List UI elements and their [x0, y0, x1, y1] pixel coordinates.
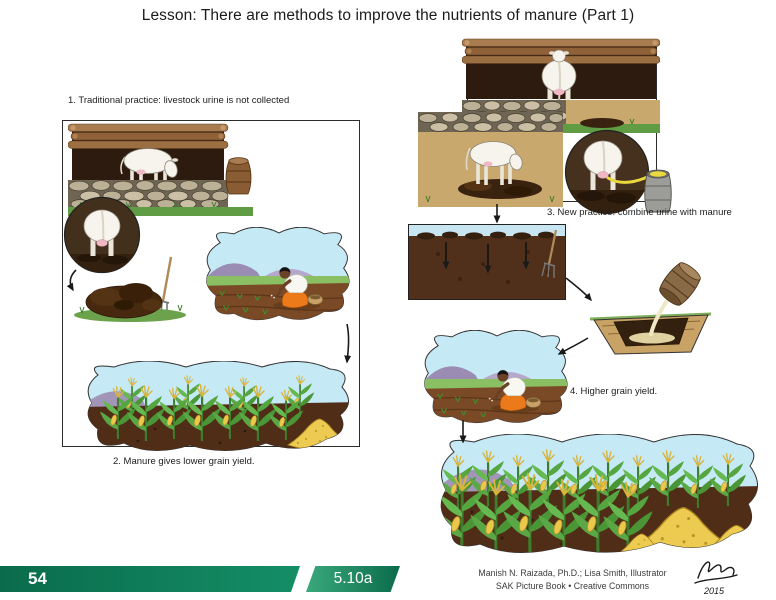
pour-stream	[649, 300, 668, 336]
page-title: Lesson: There are methods to improve the…	[141, 7, 635, 24]
ground-line	[589, 312, 712, 321]
farmer-planting-scene-traditional	[200, 227, 358, 325]
cow-icon	[465, 141, 523, 185]
collection-barrel-icon	[644, 169, 672, 213]
caption-step4: 4. Higher grain yield.	[570, 386, 658, 397]
pouring-barrel-icon	[659, 262, 701, 306]
urine-collection-inset	[564, 129, 672, 215]
caption-step3: 3. New practice: combine urine with manu…	[547, 207, 732, 218]
manure-spread	[458, 179, 542, 199]
grass-tufts	[425, 195, 555, 203]
manure-mound	[85, 283, 163, 319]
log-wall	[68, 123, 229, 149]
cow-icon	[541, 49, 577, 120]
manure-pile-illustration	[74, 256, 186, 322]
illustrator-signature: 2015	[694, 561, 738, 596]
grass	[68, 207, 253, 216]
page-number: 54	[28, 569, 47, 588]
caption-step1: 1. Traditional practice: livestock urine…	[68, 95, 290, 106]
signature-year: 2015	[703, 586, 725, 596]
corn-field-low-yield	[87, 361, 349, 452]
arrow-pit-to-planting-icon	[557, 337, 589, 355]
figure-code: 5.10a	[333, 570, 373, 587]
cow-rear	[83, 209, 121, 256]
arrow-planting-to-yield-icon	[459, 420, 467, 444]
cow-rear	[583, 140, 623, 190]
cow-manure-inset	[63, 196, 141, 274]
arrow-cow-to-manure-icon	[66, 269, 77, 292]
stone-wall	[418, 112, 563, 132]
pitchfork-icon	[541, 229, 558, 278]
page-number-bar: 54	[0, 566, 300, 592]
soil	[409, 236, 565, 299]
arrow-urine-to-soil-icon	[493, 204, 501, 224]
caption-step2: 2. Manure gives lower grain yield.	[113, 456, 255, 467]
credit-authors: Manish N. Raizada, Ph.D.; Lisa Smith, Il…	[478, 568, 667, 578]
credits: Manish N. Raizada, Ph.D.; Lisa Smith, Il…	[450, 567, 695, 592]
livestock-pen-scene	[418, 112, 563, 207]
infiltration-arrows-icon	[442, 242, 530, 274]
urine-pit-scene	[589, 262, 712, 355]
corn-field-high-yield	[440, 434, 758, 553]
manure-patch	[580, 118, 624, 128]
manure-chunks	[417, 231, 554, 240]
barrel-icon	[225, 157, 252, 195]
manured-soil-panel	[408, 224, 566, 300]
soil	[88, 402, 349, 451]
figure-code-bar: 5.10a	[306, 566, 400, 592]
credit-license: SAK Picture Book • Creative Commons	[495, 580, 650, 591]
arrow-planting-to-field-icon	[344, 323, 352, 364]
arrow-soil-to-pit-icon	[565, 277, 592, 302]
mountains	[88, 391, 146, 409]
grass-tufts	[79, 304, 183, 314]
barn-scene-traditional	[68, 123, 253, 216]
